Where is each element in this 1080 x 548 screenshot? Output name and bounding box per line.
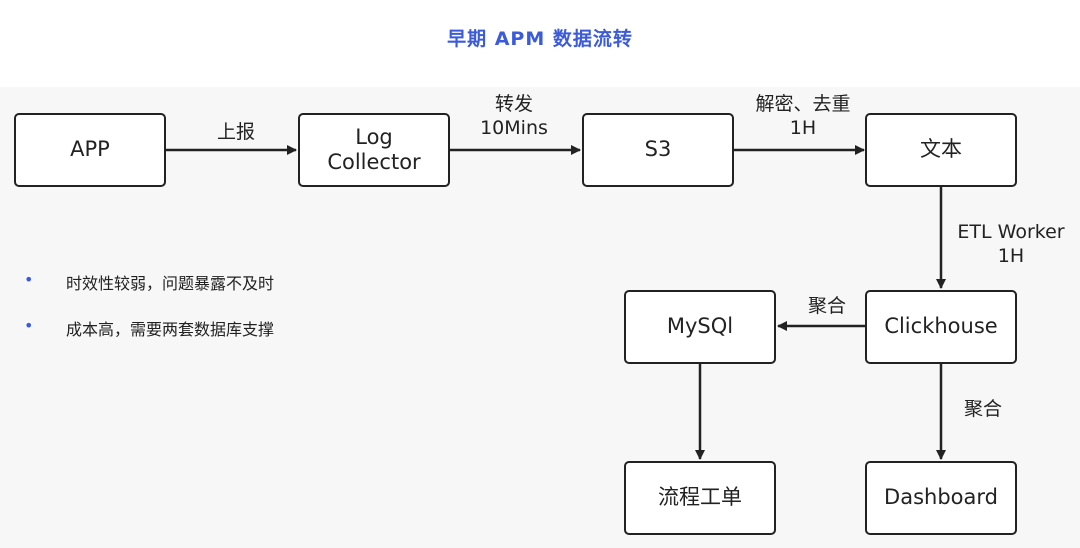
edge-label-s3-to-text: 解密、去重 1H [755, 93, 851, 139]
node-text: 文本 [865, 113, 1017, 187]
node-mysql: MySQl [624, 290, 776, 364]
node-clickhouse: Clickhouse [865, 290, 1017, 364]
bullet-dot: • [24, 316, 34, 335]
edge-label-clickhouse-to-dashboard: 聚合 [963, 398, 1002, 420]
edge-label-log-to-s3: 转发 10Mins [480, 93, 548, 139]
edge-label-text-to-clickhouse: ETL Worker 1H [957, 221, 1065, 267]
notes-list: • 时效性较弱，问题暴露不及时 • 成本高，需要两套数据库支撑 [24, 270, 504, 362]
node-dashboard: Dashboard [865, 461, 1017, 535]
note-item: • 时效性较弱，问题暴露不及时 [24, 270, 504, 316]
node-s3: S3 [582, 113, 734, 187]
note-text: 成本高，需要两套数据库支撑 [66, 320, 275, 339]
node-workflow: 流程工单 [624, 461, 776, 535]
edge-label-clickhouse-to-mysql: 聚合 [807, 295, 846, 317]
diagram-title: 早期 APM 数据流转 [447, 28, 633, 50]
note-item: • 成本高，需要两套数据库支撑 [24, 316, 504, 362]
note-text: 时效性较弱，问题暴露不及时 [66, 274, 275, 293]
node-log-collector: Log Collector [298, 113, 450, 187]
bullet-dot: • [24, 270, 34, 289]
node-app: APP [14, 113, 166, 187]
edge-label-app-to-log: 上报 [216, 121, 255, 143]
